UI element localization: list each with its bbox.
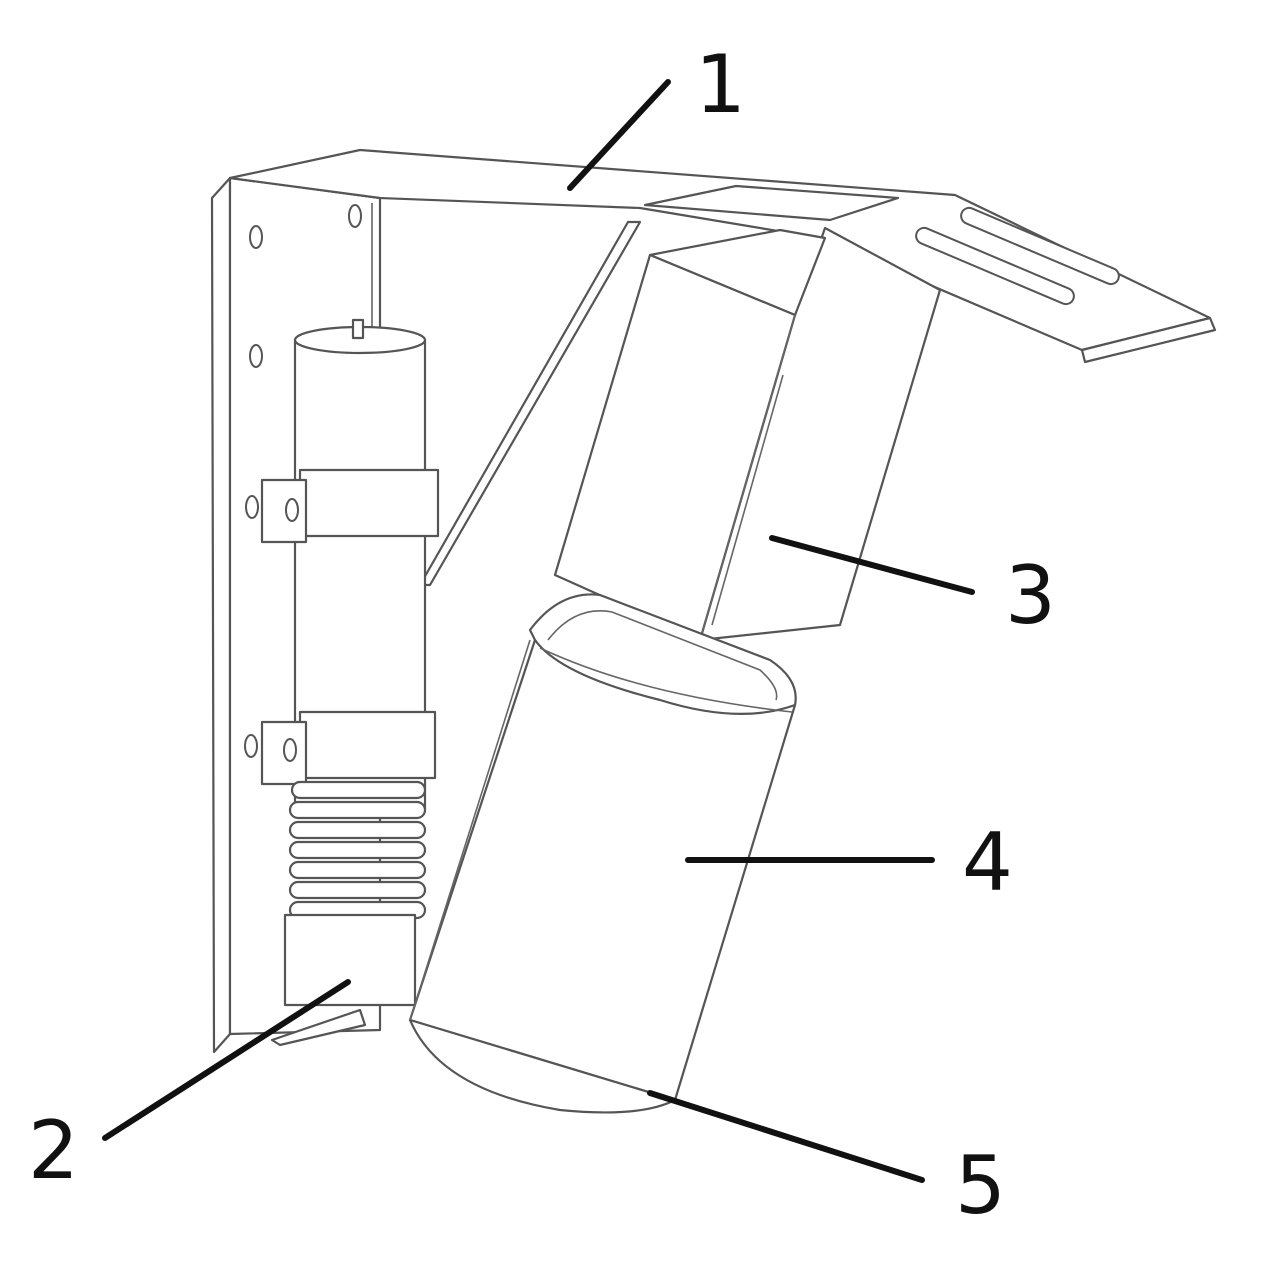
cylinder-base xyxy=(283,913,417,1007)
leader-line-2 xyxy=(102,979,351,1141)
clamp-band-upper xyxy=(298,468,440,538)
bellows xyxy=(288,780,427,920)
bracket-slot-2 xyxy=(960,206,1120,286)
actuator-cylinder xyxy=(408,593,797,1114)
callout-label-5: 5 xyxy=(955,1139,1006,1232)
bracket-diagonal-brace xyxy=(418,220,642,587)
bracket-slot-1 xyxy=(915,226,1075,306)
callout-label-1: 1 xyxy=(695,38,746,131)
leader-line-1 xyxy=(567,79,671,191)
callout-label-4: 4 xyxy=(962,816,1013,909)
mounting-bracket xyxy=(210,148,1217,1054)
bracket-top-plate-edge xyxy=(1080,316,1217,364)
magnet-housing xyxy=(553,226,942,642)
clamp-band-lower xyxy=(298,710,437,780)
actuator-cylinder-bottom xyxy=(408,1018,677,1114)
leader-line-3 xyxy=(769,535,975,595)
leader-lines xyxy=(102,79,975,1183)
bracket-window xyxy=(643,184,900,222)
callout-label-3: 3 xyxy=(1005,549,1056,642)
damper-cylinder xyxy=(260,318,440,1007)
callout-label-2: 2 xyxy=(28,1104,79,1197)
leader-line-5 xyxy=(647,1090,925,1183)
bracket-back-plate xyxy=(210,176,232,1054)
